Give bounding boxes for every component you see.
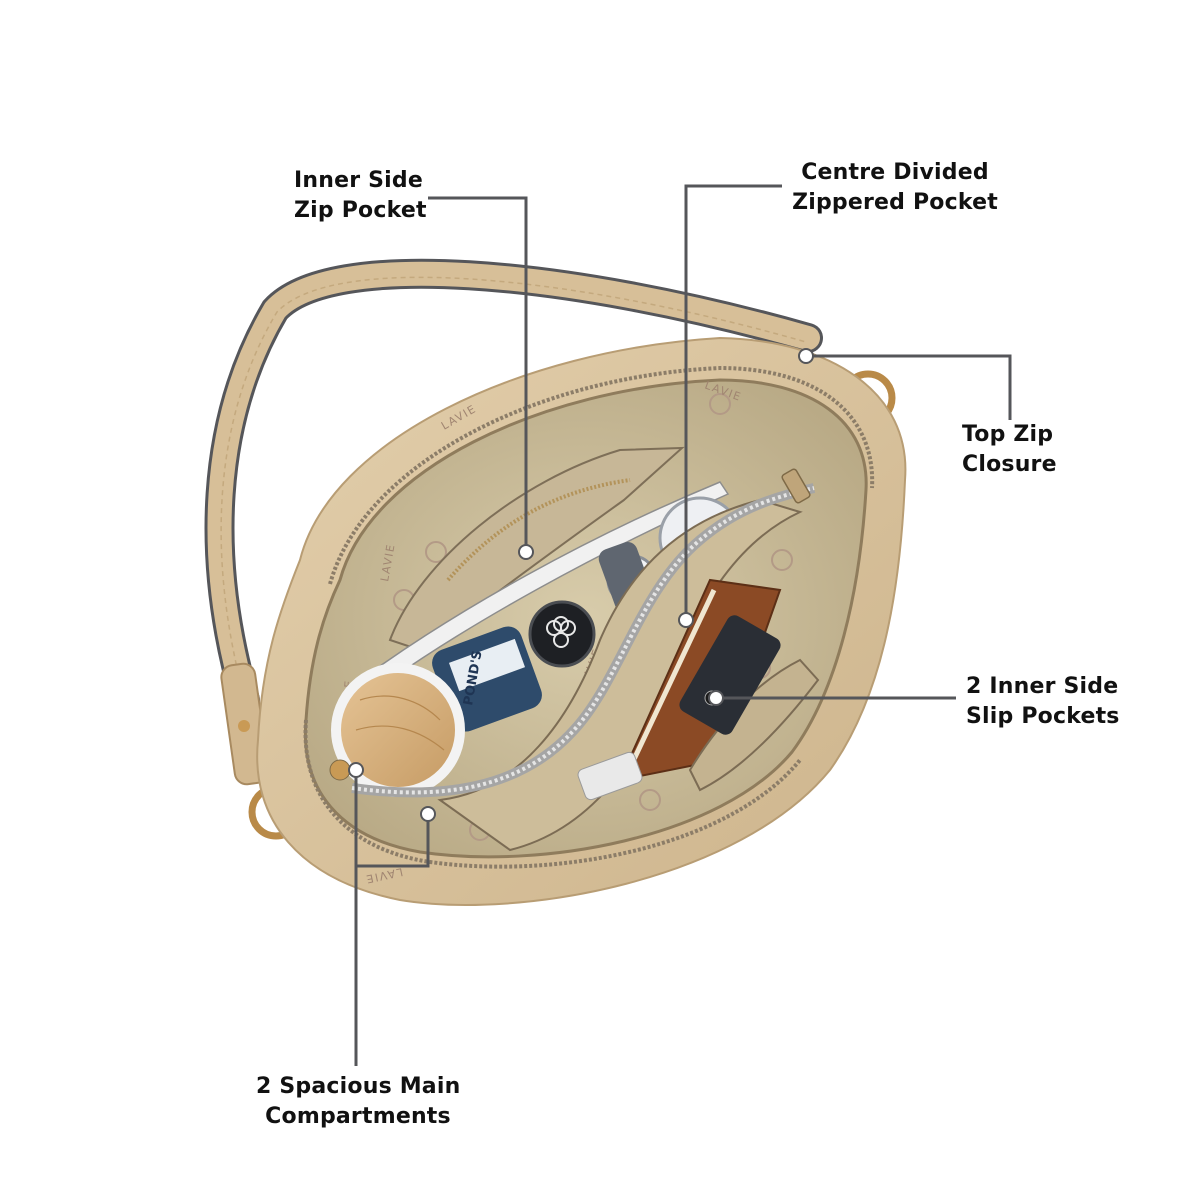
zip-pull-tab	[781, 468, 811, 504]
callout-top-zip-closure: Top Zip Closure	[962, 420, 1057, 480]
callout-line: Closure	[962, 452, 1057, 477]
callout-line: Compartments	[265, 1104, 451, 1129]
leader-centre	[684, 184, 782, 620]
callout-line: Slip Pockets	[966, 704, 1120, 729]
callout-leader-lines	[354, 184, 1012, 1066]
callout-line: Inner Side	[294, 168, 423, 193]
callout-centre-divided-pocket: Centre Divided Zippered Pocket	[790, 158, 1000, 218]
callout-line: Zippered Pocket	[792, 190, 998, 215]
callout-inner-side-zip-pocket: Inner Side Zip Pocket	[294, 166, 427, 226]
marker-slip	[708, 690, 724, 706]
callout-line: Zip Pocket	[294, 198, 427, 223]
callout-line: 2 Spacious Main	[256, 1074, 461, 1099]
top-zip-trim	[328, 365, 875, 585]
divider-panel	[378, 481, 730, 682]
callout-main-compartments: 2 Spacious Main Compartments	[256, 1072, 460, 1132]
shoulder-strap-face	[207, 261, 820, 712]
marker-inner-zip	[518, 544, 534, 560]
callout-line: Top Zip	[962, 422, 1054, 447]
leader-main-branch	[356, 814, 430, 868]
callout-line: Centre Divided	[801, 160, 989, 185]
callout-slip-pockets: 2 Inner Side Slip Pockets	[966, 672, 1120, 732]
leader-top-zip	[806, 354, 1012, 420]
marker-top-zip	[798, 348, 814, 364]
leader-inner-zip	[428, 196, 528, 552]
phone	[679, 615, 781, 735]
white-charger	[577, 751, 643, 801]
marker-main-1	[348, 762, 364, 778]
callout-line: 2 Inner Side	[966, 674, 1119, 699]
callout-markers	[348, 348, 814, 822]
marker-centre	[678, 612, 694, 628]
marker-main-2	[420, 806, 436, 822]
